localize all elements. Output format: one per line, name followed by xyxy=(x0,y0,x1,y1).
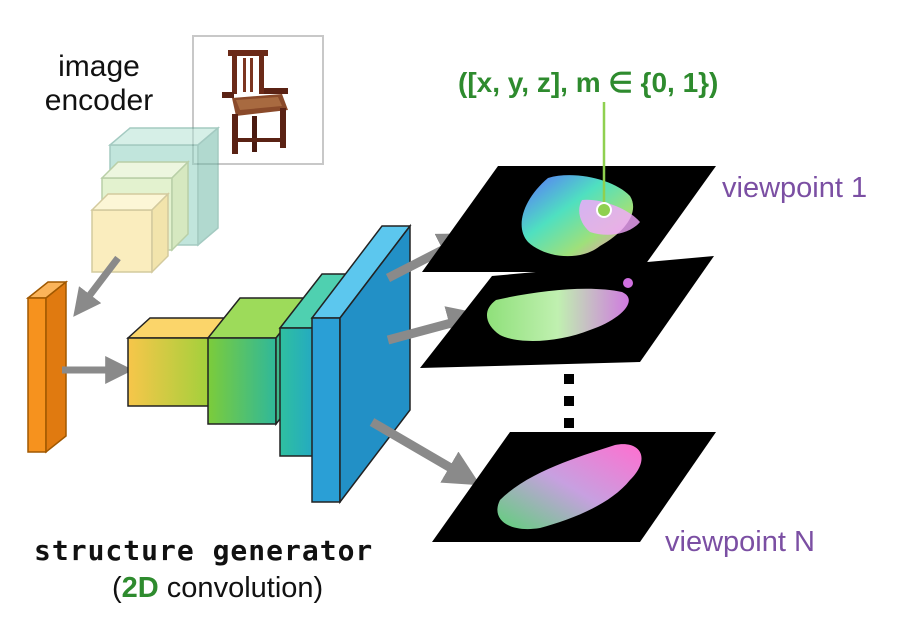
arrow-to-viewpoint-n xyxy=(369,418,481,486)
point-formula: ([x, y, z], m ∈ {0, 1}) xyxy=(458,67,719,98)
subtitle-paren-open: ( xyxy=(112,572,122,604)
encoder-cube-1 xyxy=(90,192,170,274)
sample-point-marker xyxy=(596,202,612,218)
arrow-encoder-to-latent xyxy=(73,255,121,317)
ellipsis-dots xyxy=(564,374,574,428)
chair-photo-icon xyxy=(222,50,288,154)
image-encoder-label: image encoder xyxy=(44,50,154,118)
latent-vector xyxy=(25,280,69,454)
subtitle-2d-highlight: 2D xyxy=(121,572,159,604)
structure-generator-subtitle: (2D convolution) xyxy=(112,572,323,605)
viewpoint-n-panel xyxy=(432,432,716,542)
generator-cube-4 xyxy=(310,223,412,505)
image-encoder-line1: image xyxy=(58,50,140,83)
viewpoint-1-panel xyxy=(422,166,716,272)
viewpoint-n-label: viewpoint N xyxy=(665,526,815,558)
generator-cubes xyxy=(126,223,412,505)
structure-generator-title: structure generator xyxy=(34,534,374,567)
viewpoint-2-panel xyxy=(420,256,714,368)
subtitle-rest: convolution) xyxy=(158,572,324,604)
image-encoder-line2: encoder xyxy=(44,84,154,117)
image-encoder-cubes xyxy=(90,126,221,274)
viewpoint-1-label: viewpoint 1 xyxy=(722,172,868,204)
